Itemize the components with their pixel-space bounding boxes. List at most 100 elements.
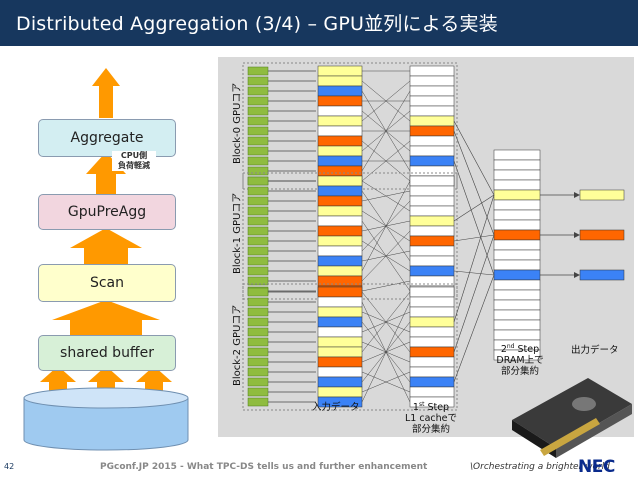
input-data-cell [317,105,363,117]
input-data-cell [317,135,363,147]
l1-cache-cell [409,175,455,187]
dram-cell [493,289,541,301]
block1-label: Block-1 GPUコア [232,192,243,274]
gpu-core-cell [247,397,269,407]
dram-cell [493,249,541,261]
reduce-line [361,301,411,403]
output-data-cell [579,229,625,241]
gpu-core-cell [247,377,269,387]
gpupreagg-label: GpuPreAgg [67,204,147,220]
reduce-line [361,190,411,202]
aggregate-label: Aggregate [70,130,144,146]
block-frame [242,172,458,300]
gpu-core-cell [247,76,269,86]
output-data-label: 出力データ [571,345,619,356]
input-data-cell [317,316,363,328]
input-data-cell [317,346,363,358]
gpu-core-cell [247,156,269,166]
block0-label: Block-0 GPUコア [232,82,243,164]
gpu-core-cell [247,196,269,206]
scan-label: Scan [89,275,125,291]
dram-cell [493,199,541,211]
gpu-core-cell [247,307,269,317]
l1-cache-cell [409,105,455,117]
block2-label: Block-2 GPUコア [232,304,243,386]
l1-cache-cell [409,145,455,157]
reduce-line [361,180,411,272]
input-data-label: 入力データ [312,402,360,413]
l1-cache-cell [409,356,455,368]
l1-cache-cell [409,255,455,267]
dram-cell [493,159,541,171]
l1-cache-cell [409,336,455,348]
dram-line [453,194,495,222]
l1-cache-cell [409,286,455,298]
input-data-cell [317,85,363,97]
gpu-core-cell [247,226,269,236]
reduce-line [361,140,411,182]
gpupreagg-box: GpuPreAgg [38,194,176,230]
block-frame [242,283,458,411]
footer-text: PGconf.JP 2015 - What TPC-DS tells us an… [100,462,428,472]
gpu-core-cell [247,246,269,256]
dram-cell [493,259,541,271]
dram-line [453,130,495,236]
gpu-core-cell [247,287,269,297]
gpu-core-cell [247,206,269,216]
l1-cache-cell [409,135,455,147]
gpu-core-cell [247,96,269,106]
input-data-cell [317,75,363,87]
step1-label: 1st Step L1 cacheで 部分集約 [405,401,457,436]
gpu-core-cell [247,297,269,307]
output-arrowhead [574,232,580,238]
l1-cache-cell [409,316,455,328]
output-data-cell [579,189,625,201]
step2-label: 2nd Step DRAM上で 部分集約 [496,343,544,378]
l1-cache-cell [409,125,455,137]
note-line1: CPU側 [120,151,148,160]
l1-cache-cell [409,195,455,207]
input-data-cell [317,245,363,257]
input-data-cell [317,255,363,267]
input-data-cell [317,165,363,177]
input-data-cell [317,386,363,398]
input-data-cell [317,296,363,308]
l1-cache-cell [409,386,455,398]
l1-cache-cell [409,155,455,167]
reduce-line [361,90,411,172]
input-data-cell [317,286,363,298]
dram-cell [493,229,541,241]
dram-line [453,160,495,276]
input-data-cell [317,376,363,388]
dram-cell [493,189,541,201]
input-data-cell [317,356,363,368]
gpu-core-cell [247,236,269,246]
l1-cache-cell [409,235,455,247]
reduce-line [361,230,411,282]
gpu-core-cell [247,106,269,116]
gpu-core-cell [247,387,269,397]
output-data-cell [579,269,625,281]
aggregate-box: Aggregate [38,119,176,157]
reduce-line [361,291,411,353]
reduce-line [361,280,411,292]
gpu-core-cell [247,146,269,156]
shared-buffer-label: shared buffer [60,345,154,361]
l1-cache-cell [409,115,455,127]
dram-cell [493,329,541,341]
gpu-card-icon [512,378,632,458]
gpu-core-cell [247,126,269,136]
slide-title: Distributed Aggregation (3/4) – GPU並列による… [16,13,498,35]
gpu-core-cell [247,266,269,276]
gpu-core-cell [247,337,269,347]
gpu-core-cell [247,317,269,327]
footer-tagline: \Orchestrating a brighter world [470,462,610,472]
l1-cache-cell [409,346,455,358]
arrow-up-icon [70,228,142,264]
input-data-cell [317,195,363,207]
gpu-core-cell [247,357,269,367]
input-data-cell [317,95,363,107]
input-data-cell [317,336,363,348]
output-arrowhead [574,192,580,198]
l1-cache-cell [409,225,455,237]
